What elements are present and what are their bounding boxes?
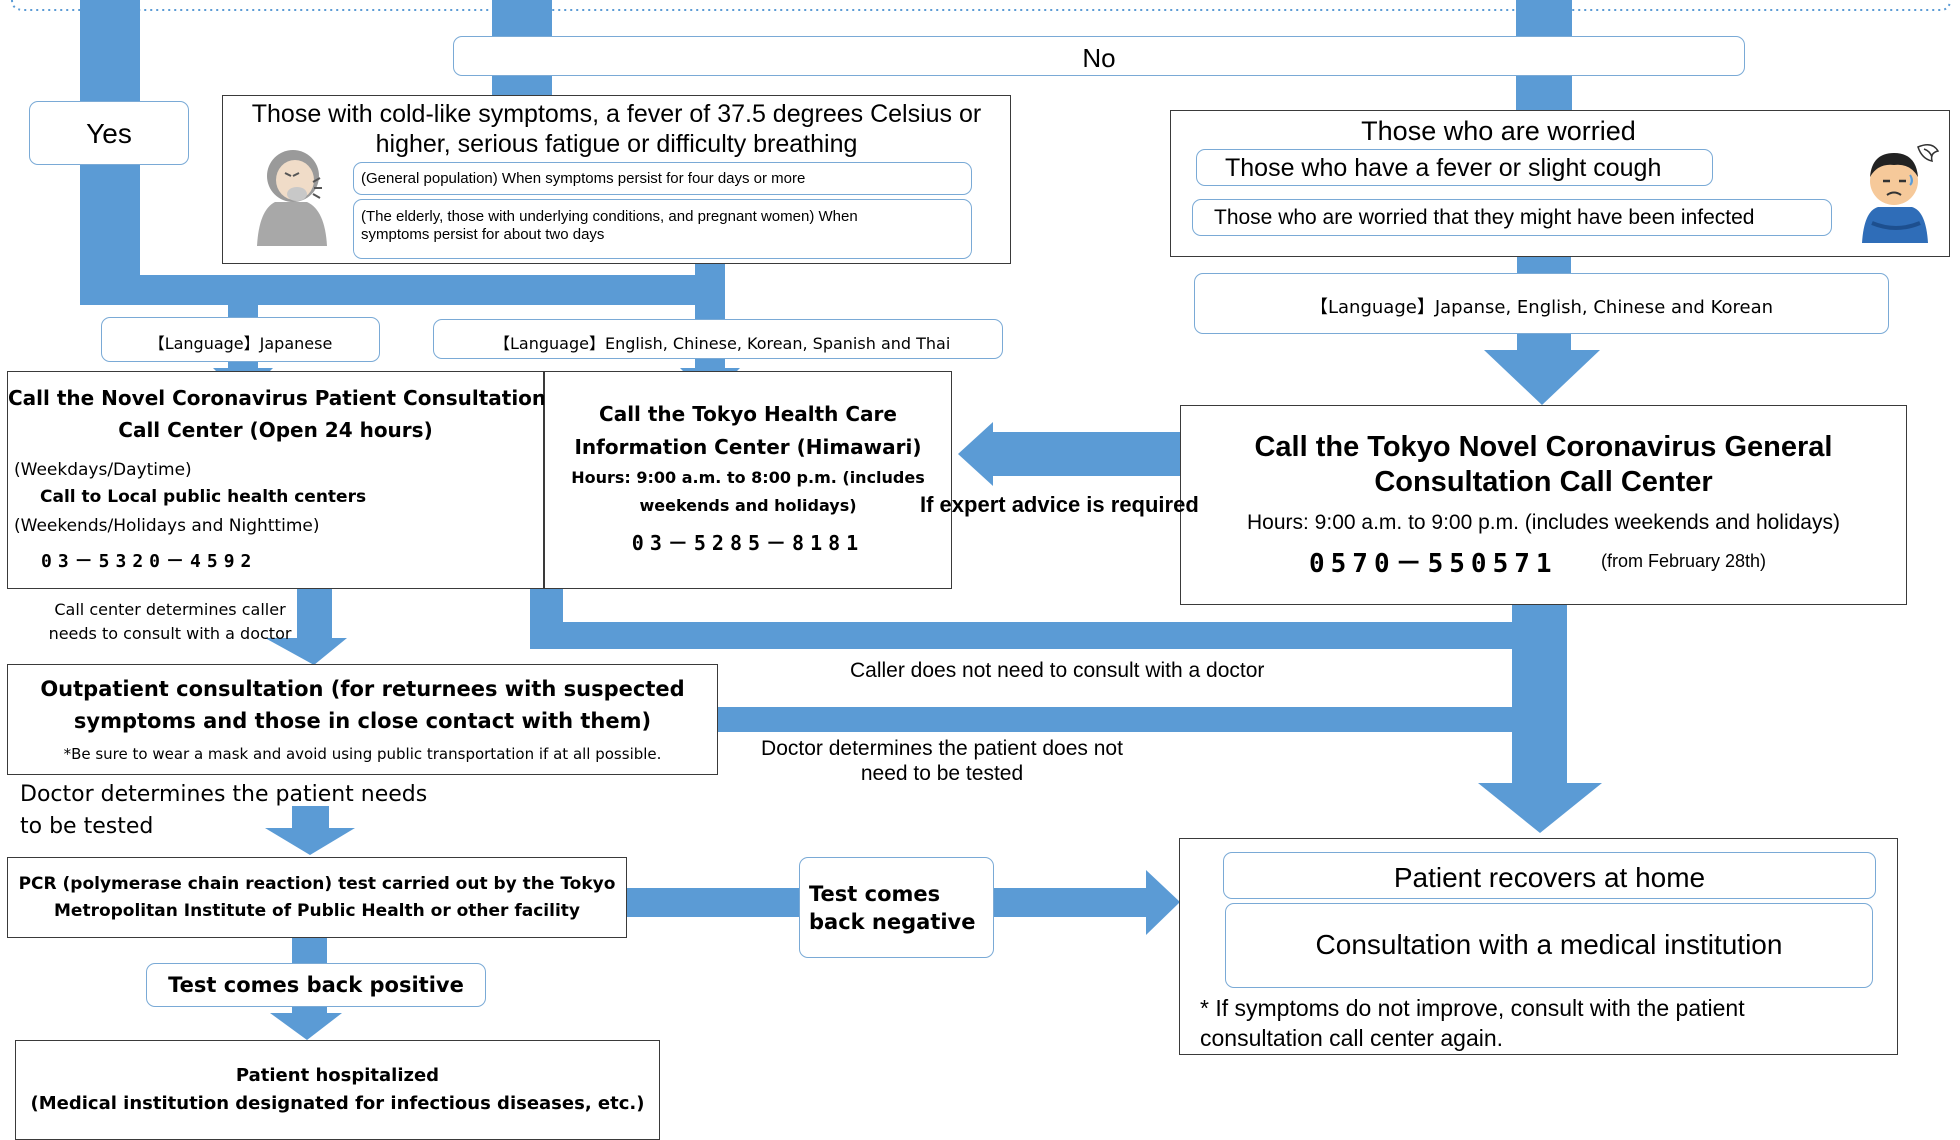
- connector: [228, 300, 258, 320]
- home-note-line1: * If symptoms do not improve, consult wi…: [1200, 995, 1745, 1021]
- connector: [994, 888, 1146, 917]
- arrow-down: [265, 828, 355, 855]
- language-japanese-text: 【Language】Japanese: [148, 334, 333, 353]
- consultation-text: Consultation with a medical institution: [1315, 929, 1783, 960]
- medical-consultation-option: Consultation with a medical institution: [1225, 903, 1873, 988]
- no-label: No: [1082, 43, 1116, 73]
- needs-tested-label-line1: Doctor determines the patient needs: [20, 782, 428, 807]
- general-center-phone: 0570－550571: [1309, 549, 1558, 579]
- recovers-text: Patient recovers at home: [1393, 862, 1706, 893]
- connector: [627, 888, 800, 917]
- elderly-criteria: (The elderly, those with underlying cond…: [353, 199, 972, 259]
- general-center-title-line1: Call the Tokyo Novel Coronavirus General: [1254, 431, 1833, 463]
- general-population-text: (General population) When symptoms persi…: [361, 170, 806, 187]
- himawari-hours-line1: Hours: 9:00 a.m. to 8:00 p.m. (includes: [571, 468, 925, 487]
- connector: [1517, 334, 1571, 352]
- connector: [717, 707, 1567, 732]
- patient-center-title-line1: Call the Novel Coronavirus Patient Consu…: [8, 386, 547, 410]
- general-population-criteria: (General population) When symptoms persi…: [353, 162, 972, 195]
- himawari-phone: 03－5285－8181: [631, 531, 865, 555]
- worried-box: Those who are worried Those who have a f…: [1170, 110, 1950, 257]
- pcr-text-line1: PCR (polymerase chain reaction) test car…: [18, 874, 616, 894]
- worried-title: Those who are worried: [1361, 116, 1636, 146]
- infected-criteria: Those who are worried that they might ha…: [1192, 199, 1832, 236]
- connector: [530, 622, 1567, 649]
- patient-center-local: Call to Local public health centers: [40, 487, 367, 507]
- worried-person-icon: [1862, 144, 1940, 243]
- fever-text: Those who have a fever or slight cough: [1225, 154, 1662, 182]
- fever-criteria: Those who have a fever or slight cough: [1196, 149, 1713, 186]
- language-japanese-box: 【Language】Japanese: [101, 317, 380, 362]
- no-doctor-label: Caller does not need to consult with a d…: [850, 659, 1265, 682]
- general-center-title-line2: Consultation Call Center: [1374, 466, 1713, 498]
- connector: [297, 589, 332, 641]
- negative-text-line2: back negative: [809, 910, 976, 934]
- pcr-text-line2: Metropolitan Institute of Public Health …: [54, 901, 580, 921]
- arrow-right: [1146, 870, 1180, 935]
- yes-answer-box: Yes: [29, 101, 189, 165]
- expert-advice-label: If expert advice is required: [920, 492, 1199, 517]
- himawari-hours-line2: weekends and holidays): [639, 496, 857, 515]
- recover-at-home-box: Patient recovers at home Consultation wi…: [1179, 838, 1898, 1055]
- outpatient-note: *Be sure to wear a mask and avoid using …: [63, 745, 662, 763]
- determines-label-line2: needs to consult with a doctor: [48, 624, 292, 643]
- language-general-text: 【Language】Japanse, English, Chinese and …: [1309, 297, 1774, 318]
- connector: [988, 432, 1181, 476]
- elderly-text-line2: symptoms persist for about two days: [361, 226, 605, 243]
- home-note-line2: consultation call center again.: [1200, 1025, 1504, 1051]
- needs-tested-label-line2: to be tested: [20, 814, 154, 839]
- top-dotted-frame: [11, 0, 1951, 11]
- recovers-at-home-option: Patient recovers at home: [1223, 852, 1876, 899]
- connector: [80, 275, 725, 305]
- connector: [1517, 255, 1571, 274]
- hospital-text-line2: (Medical institution designated for infe…: [30, 1093, 645, 1114]
- arrow-down: [1478, 783, 1602, 833]
- connector: [292, 938, 327, 963]
- patient-center-title-line2: Call Center (Open 24 hours): [118, 418, 433, 442]
- yes-label: Yes: [86, 118, 132, 149]
- elderly-text-line1: (The elderly, those with underlying cond…: [361, 208, 858, 225]
- hospitalized-box: Patient hospitalized (Medical institutio…: [15, 1040, 660, 1140]
- test-positive-box: Test comes back positive: [146, 963, 486, 1007]
- himawari-title-line1: Call the Tokyo Health Care: [599, 402, 897, 426]
- connector: [695, 358, 725, 370]
- no-answer-box: No: [453, 36, 1745, 76]
- connector: [292, 806, 329, 830]
- general-center-phone-note: (from February 28th): [1601, 551, 1767, 571]
- arrow-down: [270, 1013, 342, 1040]
- symptoms-box: Those with cold-like symptoms, a fever o…: [222, 95, 1011, 264]
- positive-text: Test comes back positive: [168, 973, 464, 997]
- connector: [695, 262, 725, 320]
- arrow-down: [1484, 350, 1600, 405]
- patient-center-weekend: (Weekends/Holidays and Nighttime): [14, 516, 320, 536]
- patient-center-phone: 03－5320－4592: [41, 551, 258, 572]
- hospital-text-line1: Patient hospitalized: [235, 1065, 440, 1086]
- language-multi-text: 【Language】English, Chinese, Korean, Span…: [494, 334, 951, 353]
- coughing-person-icon: [257, 150, 327, 246]
- himawari-title-line2: Information Center (Himawari): [574, 435, 922, 459]
- patient-center-weekday: (Weekdays/Daytime): [14, 460, 192, 480]
- symptoms-title-line2: higher, serious fatigue or difficulty br…: [375, 130, 858, 158]
- symptoms-title-line1: Those with cold-like symptoms, a fever o…: [251, 100, 982, 128]
- patient-consultation-center-box: Call the Novel Coronavirus Patient Consu…: [7, 371, 547, 589]
- arrow-left: [958, 422, 993, 486]
- arrow-down: [265, 638, 347, 665]
- determines-label-line1: Call center determines caller: [54, 600, 286, 619]
- infected-text: Those who are worried that they might ha…: [1214, 206, 1755, 229]
- outpatient-consultation-box: Outpatient consultation (for returnees w…: [7, 664, 718, 775]
- pcr-test-box: PCR (polymerase chain reaction) test car…: [7, 857, 627, 938]
- test-negative-box: Test comes back negative: [799, 857, 994, 958]
- outpatient-title-line2: symptoms and those in close contact with…: [73, 709, 652, 733]
- general-center-hours: Hours: 9:00 a.m. to 9:00 p.m. (includes …: [1247, 511, 1840, 534]
- himawari-center-box: Call the Tokyo Health Care Information C…: [544, 371, 952, 589]
- language-multi-box: 【Language】English, Chinese, Korean, Span…: [433, 319, 1003, 359]
- language-general-box: 【Language】Japanse, English, Chinese and …: [1194, 273, 1889, 334]
- not-tested-label-line2: need to be tested: [860, 762, 1024, 785]
- outpatient-title-line1: Outpatient consultation (for returnees w…: [40, 677, 685, 701]
- negative-text-line1: Test comes: [809, 882, 941, 906]
- not-tested-label-line1: Doctor determines the patient does not: [761, 737, 1123, 760]
- general-consultation-center-box: Call the Tokyo Novel Coronavirus General…: [1180, 405, 1907, 605]
